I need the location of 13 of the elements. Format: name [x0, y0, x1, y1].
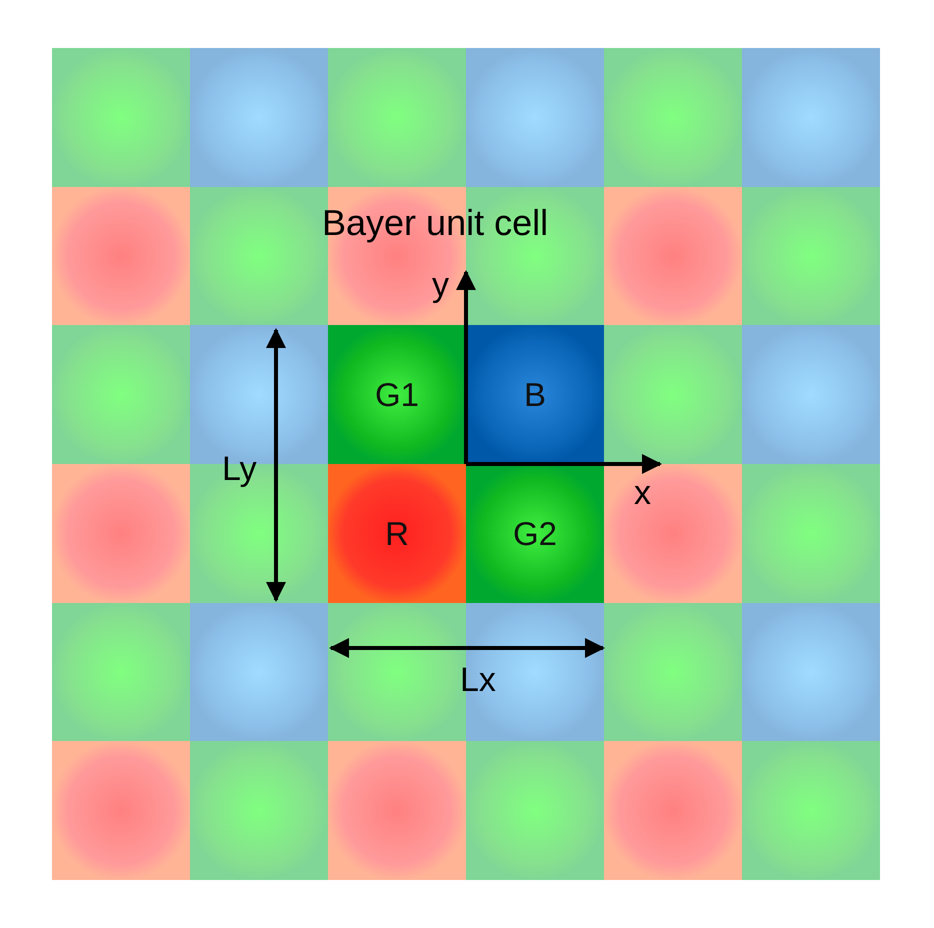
dimension-label: Lx [460, 663, 496, 697]
dimension-label: Ly [222, 452, 257, 486]
pixel-label: B [524, 378, 546, 412]
pixel-square [466, 325, 604, 464]
pixel-square [466, 464, 604, 603]
pixel-square [328, 464, 466, 603]
pixel-label: R [385, 516, 409, 550]
pixel-label: G2 [512, 516, 558, 550]
axis-label: y [432, 268, 449, 302]
pixel-label: G1 [374, 378, 420, 412]
cell-title: Bayer unit cell [322, 205, 548, 242]
pixel-square [328, 325, 466, 464]
axis-label: x [634, 476, 651, 510]
